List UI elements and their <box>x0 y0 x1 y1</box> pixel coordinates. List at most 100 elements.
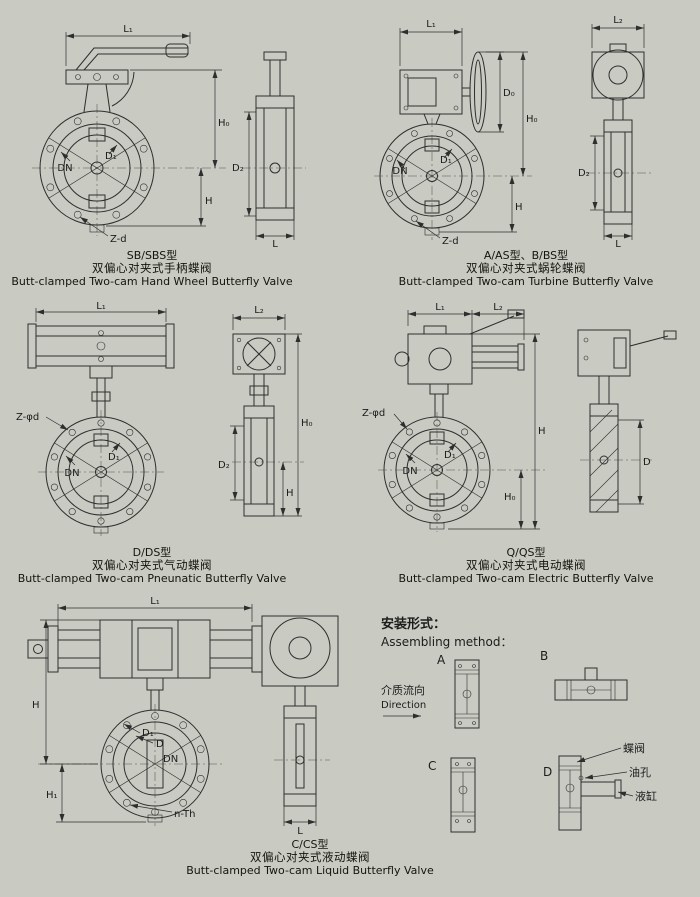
dim-label-dn: DN <box>402 466 417 477</box>
dim-label-d: D <box>156 739 164 750</box>
dim-label-l1: L₁ <box>96 301 106 312</box>
drawing-electric-valve: L₁ L₂ H H₀ Z-φd DN D₁ <box>362 302 677 532</box>
side-view: D <box>577 329 677 513</box>
dim-label-l1: L₁ <box>123 24 133 35</box>
assembly-title-en: Assembling method： <box>381 635 512 649</box>
caption-chinese: 双偏心对夹式蜗轮蝶阀 <box>466 261 586 275</box>
dim-label-dn: DN <box>57 163 72 174</box>
panel-pneumatic-valve: L₁ Z-φd DN D₁ <box>2 300 352 592</box>
caption-chinese: 双偏心对夹式手柄蝶阀 <box>92 261 212 275</box>
front-view: L₁ H₀ H DN D₁ Z-d <box>32 24 230 245</box>
caption-english: Butt-clamped Two-cam Pneunatic Butterfly… <box>17 572 287 585</box>
dim-label-dn: DN <box>163 754 178 765</box>
method-letter-a: A <box>437 653 446 667</box>
method-b-sketch <box>554 667 628 701</box>
method-letter-b: B <box>540 649 548 663</box>
dim-label-l2: L₂ <box>613 15 623 26</box>
panel-assembly-methods: 安装形式： Assembling method： 介质流向 Direction … <box>375 612 700 882</box>
dim-label-h: H <box>205 196 213 207</box>
caption-chinese: 双偏心对夹式电动蝶阀 <box>466 558 586 572</box>
dim-label-nth: n-Th <box>174 809 195 820</box>
model-name: D/DS型 <box>132 546 172 559</box>
dim-label-d: D <box>643 457 651 468</box>
caption-handwheel: SB/SBS型 双偏心对夹式手柄蝶阀 Butt-clamped Two-cam … <box>2 249 302 288</box>
caption-english: Butt-clamped Two-cam Hand Wheel Butterfl… <box>11 275 293 288</box>
dim-label-d1: D₁ <box>440 155 452 166</box>
drawing-turbine-valve: L₁ D₀ H₀ H DN D₁ Z-d <box>374 15 652 250</box>
callout-liquid-cylinder: 液缸 <box>635 789 657 803</box>
side-view: L₂ D₂ L <box>578 15 652 250</box>
model-name: SB/SBS型 <box>126 249 178 262</box>
flow-label-cn: 介质流向 <box>381 683 425 697</box>
caption-pneumatic: D/DS型 双偏心对夹式气动蝶阀 Butt-clamped Two-cam Pn… <box>2 546 302 585</box>
caption-turbine: A/AS型、B/BS型 双偏心对夹式蜗轮蝶阀 Butt-clamped Two-… <box>352 249 700 288</box>
dim-label-d2: D₂ <box>232 163 244 174</box>
caption-electric: Q/QS型 双偏心对夹式电动蝶阀 Butt-clamped Two-cam El… <box>352 546 700 585</box>
panel-handwheel-valve: L₁ H₀ H DN D₁ Z-d D₂ L <box>2 8 352 296</box>
dim-label-h1: H₁ <box>46 790 58 801</box>
dim-label-d2: D₂ <box>578 168 590 179</box>
dim-label-h: H <box>538 426 546 437</box>
side-view: D₂ L <box>232 51 306 250</box>
side-view: L <box>261 615 339 837</box>
method-letter-c: C <box>428 759 436 773</box>
dim-label-l: L <box>297 826 303 837</box>
dim-label-dn: DN <box>392 166 407 177</box>
flow-label-en: Direction <box>381 700 426 711</box>
model-name: Q/QS型 <box>506 546 546 559</box>
drawing-handwheel-valve: L₁ H₀ H DN D₁ Z-d D₂ L <box>32 24 306 250</box>
dim-label-dn: DN <box>64 468 79 479</box>
dim-label-l2: L₂ <box>493 302 503 313</box>
dim-label-h0: H₀ <box>218 118 230 129</box>
dim-label-d1: D₁ <box>444 450 456 461</box>
front-view: L₁ D₀ H₀ H DN D₁ Z-d <box>374 19 538 247</box>
callout-oil-hole: 油孔 <box>629 765 651 779</box>
dim-label-d2: D₂ <box>218 460 230 471</box>
panel-turbine-valve: L₁ D₀ H₀ H DN D₁ Z-d <box>352 8 700 296</box>
caption-chinese: 双偏心对夹式气动蝶阀 <box>92 558 212 572</box>
caption-chinese: 双偏心对夹式液动蝶阀 <box>250 850 370 864</box>
dim-label-h0: H₀ <box>526 114 538 125</box>
dim-label-h: H <box>515 202 523 213</box>
caption-english: Butt-clamped Two-cam Turbine Butterfly V… <box>398 275 654 288</box>
drawing-assembly-methods: 安装形式： Assembling method： 介质流向 Direction … <box>381 616 657 833</box>
dim-label-zd: Z-d <box>442 236 459 247</box>
dim-label-h: H <box>286 488 294 499</box>
caption-english: Butt-clamped Two-cam Electric Butterfly … <box>398 572 654 585</box>
side-view: L₂ H₀ H D₂ <box>218 305 313 517</box>
dim-label-l1: L₁ <box>435 302 445 313</box>
dim-label-d1: D₁ <box>142 728 154 739</box>
callout-leaders <box>576 747 634 797</box>
dim-label-zphid: Z-φd <box>16 412 39 423</box>
caption-liquid: C/CS型 双偏心对夹式液动蝶阀 Butt-clamped Two-cam Li… <box>110 838 510 877</box>
front-view: L₁ H H₁ D₁ D DN n-Th <box>27 596 263 826</box>
dim-label-l: L <box>272 239 278 250</box>
model-name: A/AS型、B/BS型 <box>483 249 569 262</box>
panel-liquid-valve: L₁ H H₁ D₁ D DN n-Th L <box>0 596 460 896</box>
dim-label-zphid: Z-φd <box>362 408 385 419</box>
dim-label-zd: Z-d <box>110 234 127 245</box>
dim-label-h0: H₀ <box>301 418 313 429</box>
dim-label-d1: D₁ <box>108 452 120 463</box>
method-d-sketch <box>558 755 622 831</box>
method-c-sketch <box>450 757 476 833</box>
dim-label-l2: L₂ <box>254 305 264 316</box>
method-a-sketch <box>454 659 480 729</box>
dim-label-h0: H₀ <box>504 492 516 503</box>
dim-label-l1: L₁ <box>426 19 436 30</box>
model-name: C/CS型 <box>291 838 329 851</box>
assembly-title-cn: 安装形式： <box>381 616 446 632</box>
dim-label-d0: D₀ <box>503 88 515 99</box>
dim-label-d1: D₁ <box>105 151 117 162</box>
panel-electric-valve: L₁ L₂ H H₀ Z-φd DN D₁ <box>352 300 700 592</box>
dim-label-l1: L₁ <box>150 596 160 607</box>
dim-label-l: L <box>615 239 621 250</box>
drawing-pneumatic-valve: L₁ Z-φd DN D₁ <box>16 301 313 536</box>
dim-label-h: H <box>32 700 40 711</box>
caption-english: Butt-clamped Two-cam Liquid Butterfly Va… <box>186 864 434 877</box>
drawing-liquid-valve: L₁ H H₁ D₁ D DN n-Th L <box>27 596 339 837</box>
front-view: L₁ L₂ H H₀ Z-φd DN D₁ <box>362 302 548 532</box>
method-letter-d: D <box>543 765 552 779</box>
front-view: L₁ Z-φd DN D₁ <box>16 301 175 536</box>
